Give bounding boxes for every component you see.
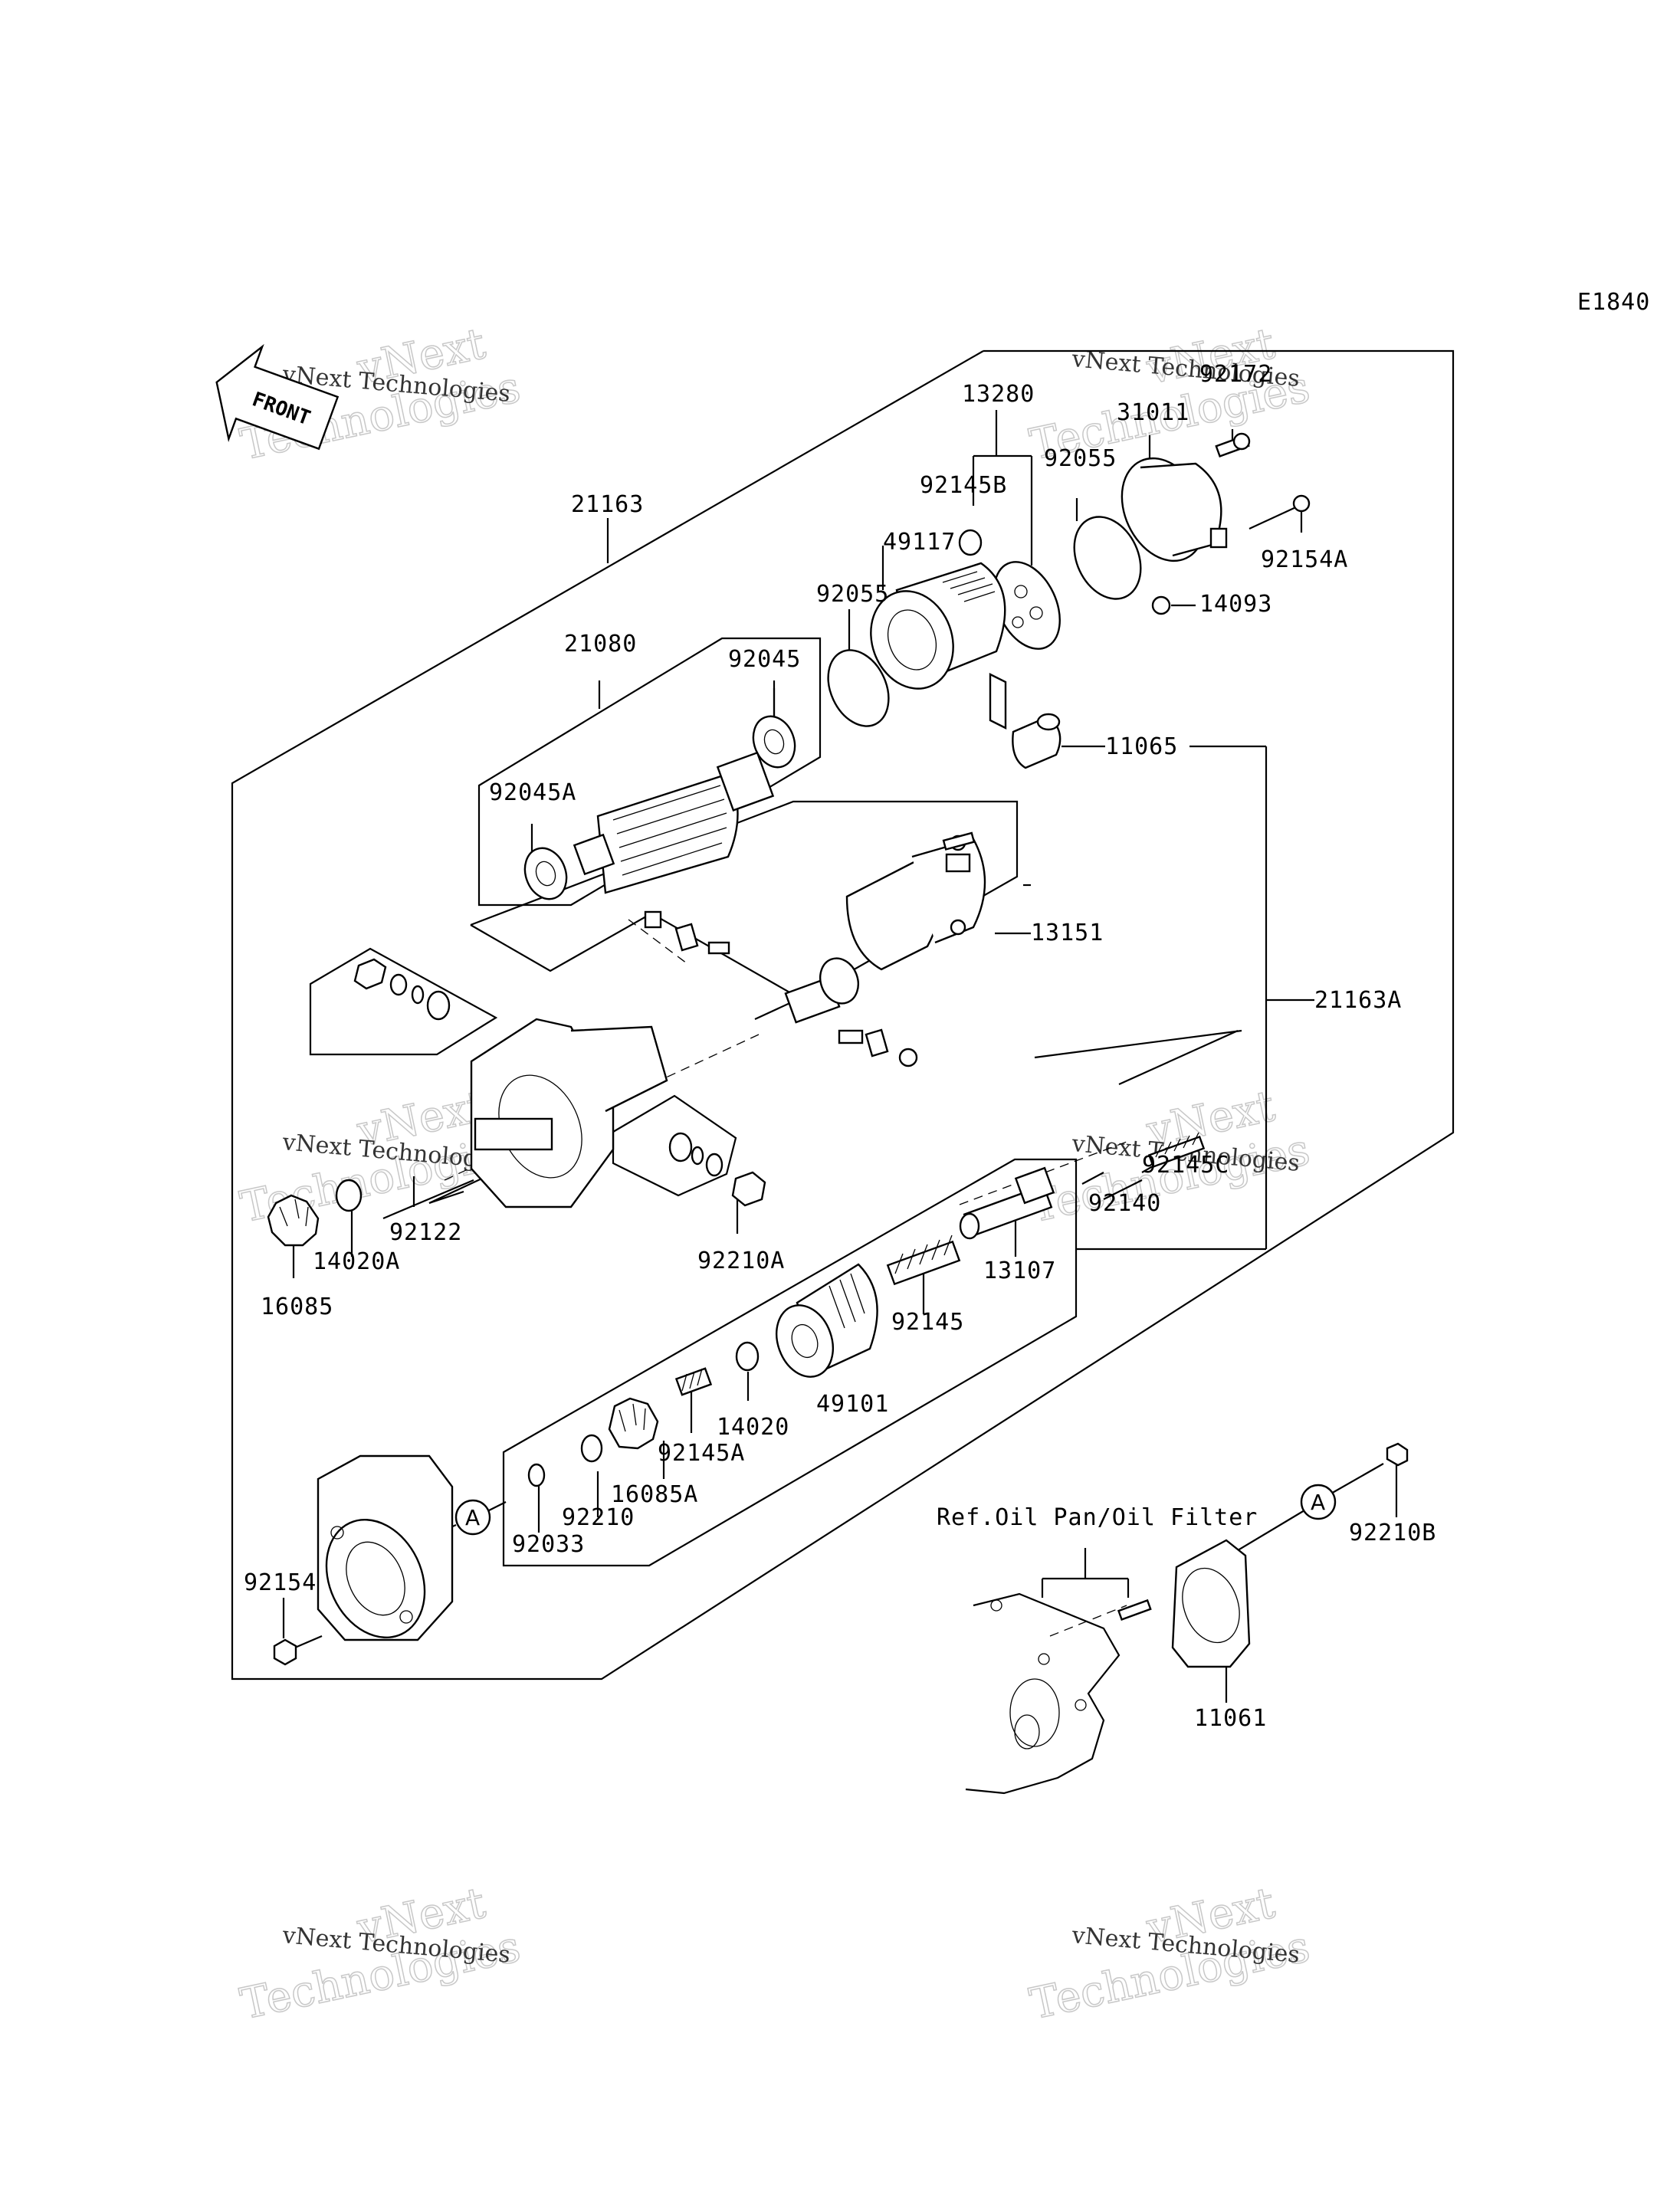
part-92045A-bearing [523, 847, 568, 900]
part-49101-clutch [776, 1263, 878, 1378]
part-92145B-spring [958, 529, 983, 556]
part-11061-gasket [1171, 1539, 1251, 1668]
part-label: 21080 [564, 631, 637, 657]
part-label: 92145A [658, 1440, 745, 1467]
part-motor-housing [382, 1018, 668, 1220]
part-92033-circlip [527, 1463, 546, 1487]
part-16085A-gear [608, 1397, 659, 1450]
part-label: 13280 [962, 381, 1035, 408]
part-label: 21163 [571, 491, 644, 518]
part-oil-pan-reference [965, 1592, 1152, 1795]
part-92154-bolt [273, 1635, 323, 1666]
part-label: 92145B [920, 472, 1007, 499]
part-label: 92055 [816, 581, 889, 608]
part-label: 14020A [313, 1248, 400, 1275]
part-92045-bearing [752, 715, 796, 769]
part-label: 92055 [1044, 445, 1117, 472]
diagram-code: E1840 [1577, 289, 1650, 316]
part-31011-end-cover [1121, 457, 1228, 562]
part-label: 92154 [244, 1569, 317, 1596]
part-92210B-nut [1386, 1442, 1409, 1467]
part-label: 16085A [611, 1481, 698, 1508]
callout-a-label: A [465, 1505, 480, 1530]
outline-washer-group-mid [612, 1094, 737, 1197]
part-label: 21163A [1314, 987, 1402, 1014]
part-13107-shaft [959, 1166, 1055, 1240]
outline-washer-group-left [309, 947, 498, 1056]
part-92145C-spring [1147, 1132, 1206, 1169]
part-16085-gear [267, 1194, 320, 1247]
part-21080-armature [573, 751, 775, 894]
part-14020-washer [735, 1341, 760, 1372]
part-92172-screw [1215, 432, 1251, 457]
part-washer-group-left [353, 958, 451, 1021]
outline-21080 [477, 637, 822, 907]
part-label: 92145C [1142, 1152, 1229, 1179]
part-92055-o-ring [827, 649, 890, 727]
part-label: 14093 [1199, 591, 1272, 618]
part-label: 16085 [261, 1294, 333, 1320]
part-label: 92210B [1349, 1520, 1436, 1546]
part-92055-o-ring-top [1073, 516, 1142, 600]
part-label: 92210A [697, 1248, 785, 1274]
part-label: 92033 [512, 1531, 585, 1558]
part-label: 49117 [883, 529, 956, 556]
part-front-bracket [317, 1454, 454, 1641]
part-label: 11065 [1105, 733, 1178, 760]
part-92154A-bolt [1249, 494, 1311, 530]
part-92140-pin [1081, 1172, 1104, 1185]
callout-a-left: A [454, 1499, 491, 1536]
part-11065-cap [1012, 713, 1061, 769]
part-92145A-spring [674, 1367, 713, 1396]
part-label: 11061 [1194, 1705, 1267, 1732]
part-label: 49101 [816, 1391, 889, 1418]
part-92145-spring [886, 1235, 961, 1286]
part-14093-nut [1151, 595, 1171, 615]
front-arrow-shape [215, 343, 340, 451]
front-arrow: FRONT [215, 343, 340, 451]
part-label: 92172 [1199, 361, 1272, 388]
part-shaft-with-pinion [754, 957, 859, 1024]
part-label: 14020 [717, 1414, 789, 1441]
part-label: 92122 [389, 1219, 462, 1246]
part-92210A-nut [731, 1171, 766, 1207]
part-92210-washer [580, 1434, 603, 1463]
part-14020A-washer [335, 1179, 363, 1212]
reference-note: Ref.Oil Pan/Oil Filter [937, 1504, 1258, 1531]
part-labels: 21163 13280 92172 31011 92145B 92055 921… [244, 361, 1436, 1732]
part-49117-yoke [870, 562, 1006, 690]
part-label: 92045A [489, 779, 576, 806]
part-label: 92140 [1088, 1190, 1161, 1217]
part-label: 31011 [1117, 399, 1189, 426]
part-label: 92154A [1261, 546, 1348, 573]
part-label: 92145 [891, 1309, 964, 1336]
assembly-outline-21163 [231, 349, 1455, 1681]
part-label: 13151 [1031, 920, 1104, 946]
callout-a-label: A [1311, 1490, 1325, 1515]
callout-a-right: A [1300, 1484, 1337, 1520]
part-label: 13107 [983, 1258, 1056, 1284]
part-label: 92045 [728, 646, 801, 673]
part-label: 92210 [562, 1504, 635, 1531]
part-13151-brush-holder [644, 831, 986, 1067]
outline-21163A [502, 1158, 1078, 1567]
part-washer-group-mid [668, 1132, 724, 1177]
